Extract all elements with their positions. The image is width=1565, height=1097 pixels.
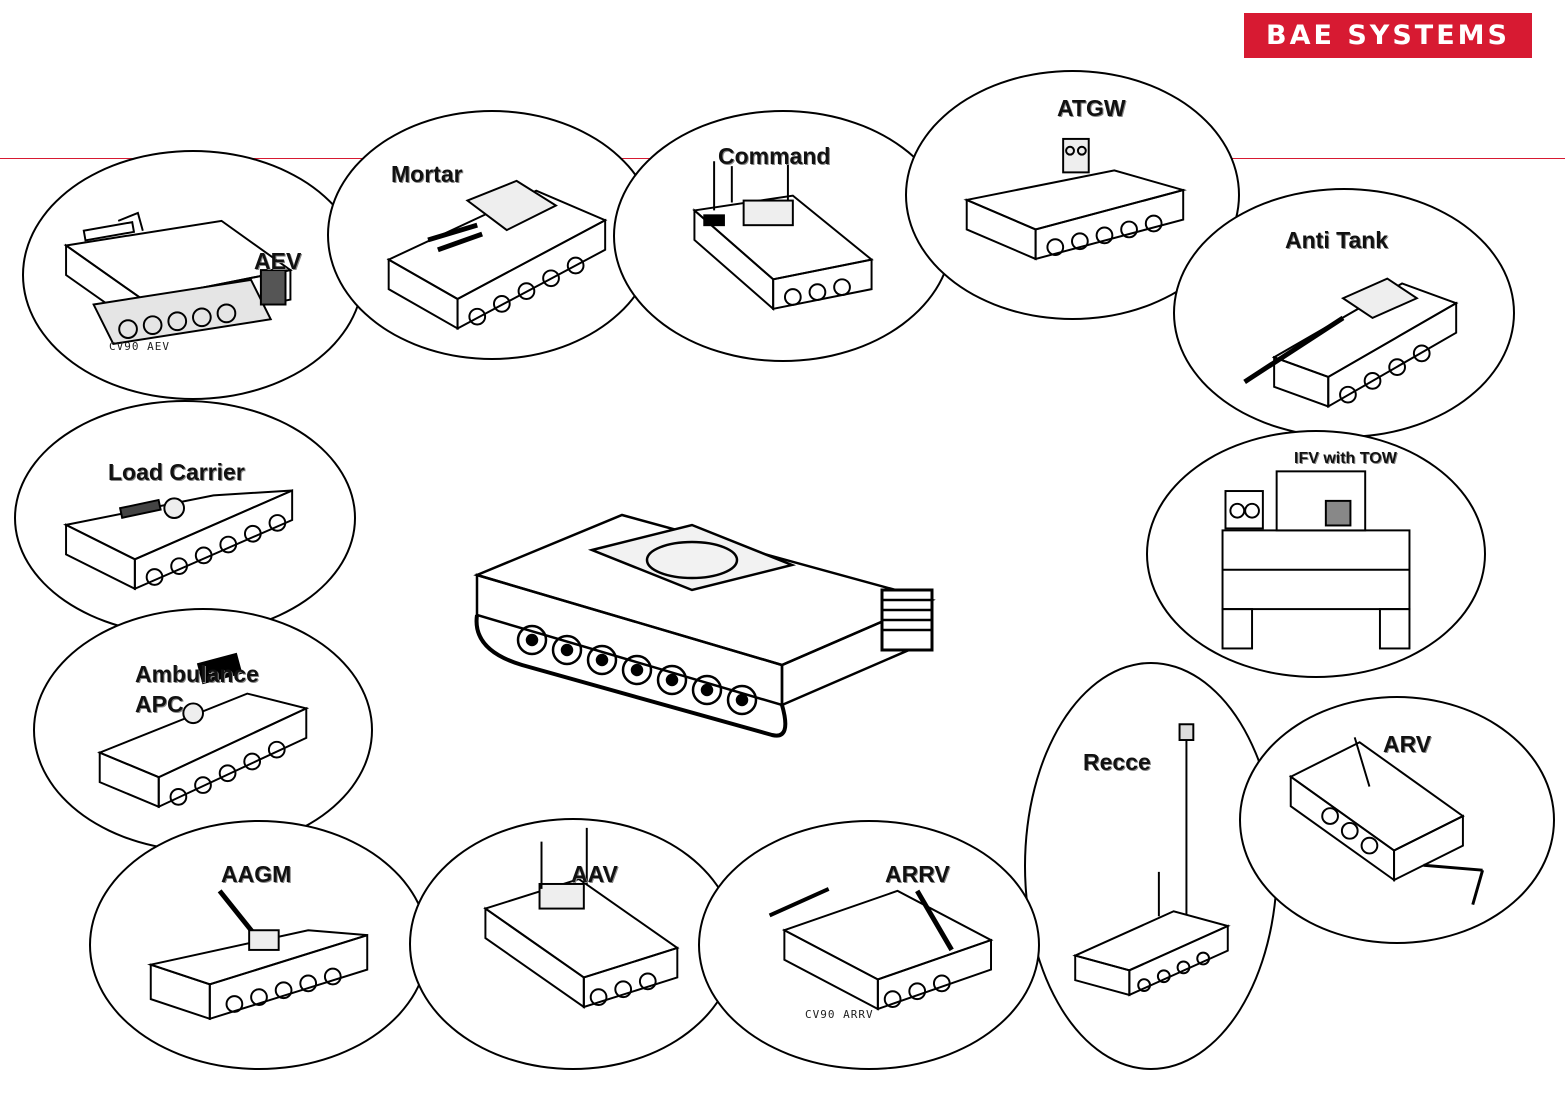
arrv-vehicle-icon: [768, 887, 994, 1011]
variant-recce-label: Recce: [1083, 749, 1151, 775]
ifv-with-tow-vehicle-icon: [1221, 470, 1411, 650]
aav-vehicle-icon: [483, 827, 680, 1009]
ambulance-apc-vehicle-icon: [97, 652, 310, 809]
variant-aagm[interactable]: AAGM: [89, 820, 429, 1070]
variant-ambulance-label: Ambulance: [135, 661, 259, 687]
variant-mortar-label: Mortar: [391, 161, 463, 187]
bae-systems-logo: BAE SYSTEMS: [1244, 13, 1532, 58]
variant-arrv[interactable]: ARRV CV90 ARRV: [698, 820, 1040, 1070]
tracked-chassis-icon: [473, 513, 936, 738]
variant-ifv-with-tow-label: IFV with TOW: [1294, 450, 1397, 467]
variant-apc-label: APC: [135, 691, 184, 717]
variant-load-carrier-label: Load Carrier: [108, 459, 245, 485]
variant-aev-label: AEV: [254, 248, 302, 274]
arv-vehicle-icon: [1288, 737, 1485, 906]
variant-arrv-caption: CV90 ARRV: [805, 1008, 874, 1021]
load-carrier-vehicle-icon: [63, 488, 294, 591]
variant-ambulance-apc[interactable]: Ambulance APC: [33, 608, 373, 852]
mortar-vehicle-icon: [386, 179, 608, 331]
aagm-vehicle-icon: [147, 889, 369, 1021]
atgw-vehicle-icon: [963, 137, 1187, 261]
variant-load-carrier[interactable]: Load Carrier: [14, 400, 356, 636]
variant-arv-label: ARV: [1383, 731, 1432, 757]
anti-tank-vehicle-icon: [1243, 277, 1459, 409]
variant-arrv-label: ARRV: [885, 861, 950, 887]
variant-command[interactable]: Command: [613, 110, 953, 362]
variant-aav[interactable]: AAV: [409, 818, 737, 1070]
variant-mortar[interactable]: Mortar: [327, 110, 657, 360]
variant-recce[interactable]: Recce: [1024, 662, 1278, 1070]
variant-aav-label: AAV: [571, 861, 618, 887]
variant-command-label: Command: [718, 143, 831, 169]
variant-aev[interactable]: AEV CV90 AEV: [22, 150, 364, 400]
variant-aagm-label: AAGM: [221, 861, 292, 887]
command-vehicle-icon: [692, 161, 874, 311]
center-chassis: [462, 490, 942, 770]
variant-ifv-with-tow[interactable]: IFV with TOW: [1146, 430, 1486, 678]
variant-anti-tank-label: Anti Tank: [1285, 227, 1389, 253]
aev-vehicle-icon: [63, 211, 293, 345]
variant-arv[interactable]: ARV: [1239, 696, 1555, 944]
variant-anti-tank[interactable]: Anti Tank: [1173, 188, 1515, 438]
variant-atgw-label: ATGW: [1057, 95, 1126, 121]
recce-vehicle-icon: [1072, 723, 1231, 997]
variant-aev-caption: CV90 AEV: [109, 340, 170, 353]
